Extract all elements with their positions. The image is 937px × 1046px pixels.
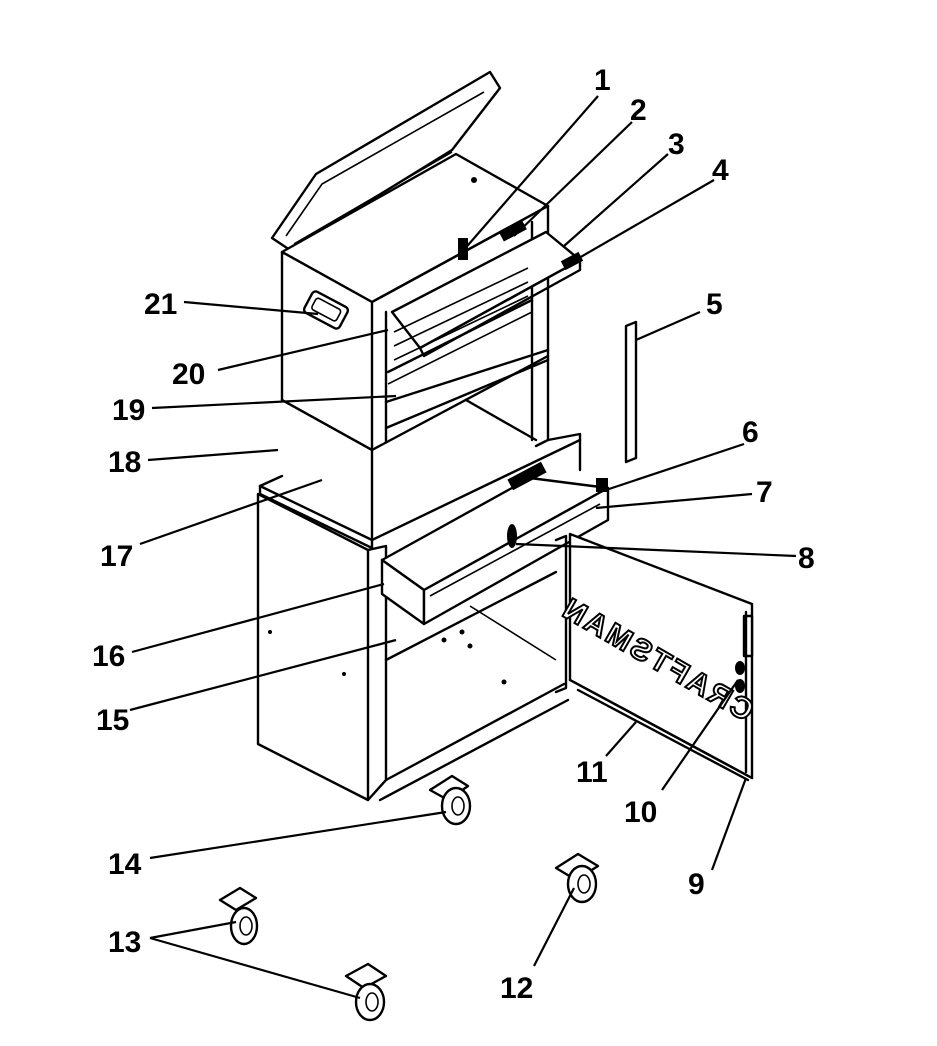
callout-6: 6 xyxy=(742,416,759,449)
callout-13: 13 xyxy=(108,926,141,959)
callout-15: 15 xyxy=(96,704,129,737)
callout-17: 17 xyxy=(100,540,133,573)
callout-16: 16 xyxy=(92,640,125,673)
bottom-cabinet xyxy=(256,432,754,802)
callout-4: 4 xyxy=(712,154,729,187)
callout-5: 5 xyxy=(706,288,723,321)
caster-14 xyxy=(428,774,472,826)
callout-21: 21 xyxy=(144,288,177,321)
leader-lines xyxy=(129,95,797,1000)
callout-1: 1 xyxy=(594,64,611,97)
callout-3: 3 xyxy=(668,128,685,161)
callout-11: 11 xyxy=(576,756,608,789)
caster-12 xyxy=(554,852,600,904)
drawer-pull xyxy=(507,524,517,548)
callout-10: 10 xyxy=(624,796,657,829)
caster-13a xyxy=(218,886,259,946)
callout-19: 19 xyxy=(112,394,145,427)
caster-13b xyxy=(344,962,388,1022)
callout-2: 2 xyxy=(630,94,647,127)
top-chest xyxy=(270,70,584,452)
callout-12: 12 xyxy=(500,972,533,1005)
loose-rail xyxy=(624,320,638,464)
callout-20: 20 xyxy=(172,358,205,391)
callout-8: 8 xyxy=(798,542,815,575)
callout-9: 9 xyxy=(688,868,705,901)
callout-7: 7 xyxy=(756,476,773,509)
cabinet-left-side xyxy=(256,492,370,802)
callout-14: 14 xyxy=(108,848,142,881)
callout-18: 18 xyxy=(108,446,141,479)
